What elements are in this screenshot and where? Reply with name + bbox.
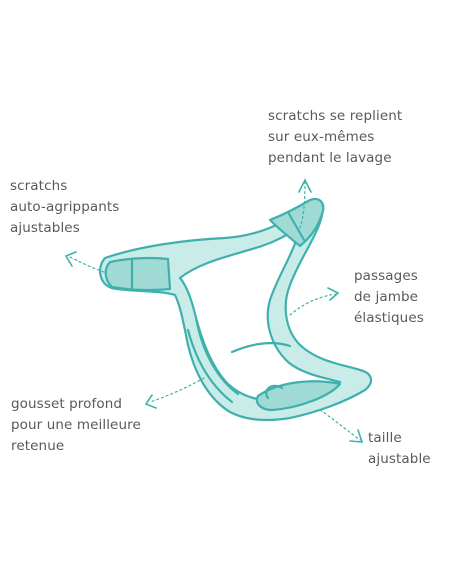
label-line: de jambe [354,289,419,305]
arrow-icon [67,255,105,273]
size-zone [255,380,342,412]
label-line: pour une meilleure [11,417,141,433]
label-line: passages [354,268,418,284]
label-line: taille [368,430,402,446]
label-line: élastiques [354,310,424,326]
label-line: sur eux-mêmes [268,129,375,145]
arrow-icon [319,409,361,441]
label-fold-tabs: scratchs se replient sur eux-mêmes penda… [268,106,402,169]
right-tab [268,197,325,248]
leg-elastic [230,342,292,354]
label-line: auto-agrippants [10,199,120,215]
label-line: gousset profond [11,396,123,412]
label-line: scratchs se replient [268,108,403,124]
label-line: ajustables [10,220,80,236]
label-leg-openings: passages de jambe élastiques [354,266,424,329]
label-line: retenue [11,438,65,454]
label-line: ajustable [368,451,431,467]
label-size: taille ajustable [368,428,431,470]
diaper-inner [178,224,342,402]
label-gusset: gousset profond pour une meilleure reten… [11,394,141,457]
arrow-icon [289,293,336,316]
arrow-icon [149,377,205,403]
gusset-line [186,328,234,404]
label-line: pendant le lavage [268,150,392,166]
left-tab [104,256,172,292]
label-line: scratchs [10,178,68,194]
label-adjustable-tabs: scratchs auto-agrippants ajustables [10,176,119,239]
arrow-icon [299,181,306,229]
